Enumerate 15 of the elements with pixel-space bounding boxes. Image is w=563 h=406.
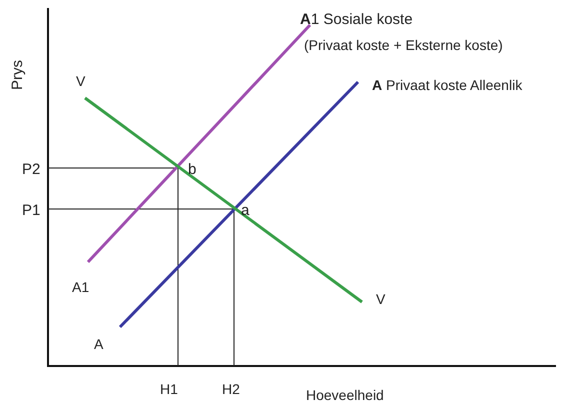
curve-label: V bbox=[376, 292, 386, 306]
axis-label: Prys bbox=[10, 60, 25, 90]
curve-label: A Privaat koste Alleenlik bbox=[372, 78, 522, 92]
curve-label: A1 bbox=[72, 280, 90, 294]
curve-label: V bbox=[76, 74, 86, 88]
curve-label: A bbox=[94, 337, 104, 351]
quantity-label: H1 bbox=[160, 382, 178, 396]
quantity-label: H2 bbox=[222, 382, 240, 396]
curve-label: A1 Sosiale koste bbox=[300, 12, 413, 27]
price-label: P2 bbox=[22, 162, 40, 177]
price-label: P1 bbox=[22, 203, 40, 218]
curve-label: (Privaat koste + Eksterne koste) bbox=[304, 38, 503, 52]
axis-label: Hoeveelheid bbox=[306, 388, 384, 402]
point-label: b bbox=[188, 162, 196, 177]
point-label: a bbox=[241, 203, 250, 218]
